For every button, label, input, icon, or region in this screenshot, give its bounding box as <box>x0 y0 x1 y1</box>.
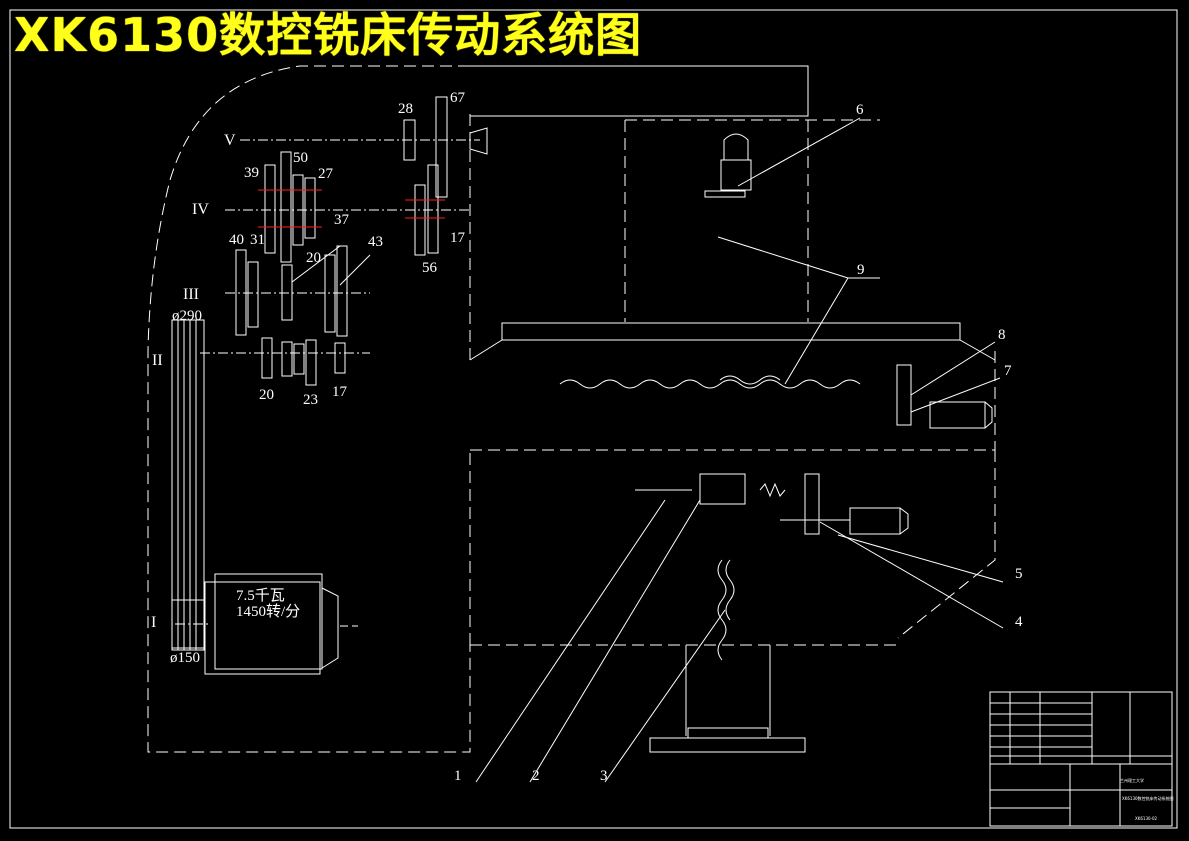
gear-label-17b: 17 <box>332 384 348 400</box>
drawing-border <box>9 9 1178 829</box>
callout-9: 9 <box>857 262 865 278</box>
leader-lines <box>291 117 1004 783</box>
gear-label-56: 56 <box>422 260 438 276</box>
x-lead-screw <box>559 379 861 389</box>
y-servo-motor <box>849 507 901 535</box>
title-block-code: XK6130-02 <box>1135 816 1158 821</box>
shaft-label-iii: III <box>183 286 199 303</box>
belt-drive <box>171 319 205 651</box>
gear-label-17: 17 <box>450 230 466 246</box>
callout-2: 2 <box>532 768 540 784</box>
z-lead-screw <box>717 559 727 661</box>
callout-4: 4 <box>1015 614 1023 630</box>
pulley-label-top: ø290 <box>172 308 202 324</box>
gear-label-50: 50 <box>293 150 308 166</box>
title-block-institution: 兰州理工大学 <box>1120 777 1144 783</box>
red-centerlines <box>258 189 445 228</box>
shaft-label-i: I <box>151 614 156 631</box>
gear-label-40: 40 <box>229 232 244 248</box>
gear-box-8 <box>896 364 912 426</box>
main-motor <box>204 581 321 675</box>
shaft-label-v: V <box>224 132 236 149</box>
drawing-title: XK6130数控铣床传动系统图 <box>14 8 643 62</box>
gear-label-31: 31 <box>250 232 265 248</box>
gear-label-28: 28 <box>398 101 413 117</box>
gear-label-39: 39 <box>244 165 259 181</box>
gear-label-23: 23 <box>303 392 318 408</box>
gear-label-27: 27 <box>318 166 334 182</box>
y-gearbox <box>699 473 746 505</box>
gear-label-20: 20 <box>306 250 321 266</box>
gear-label-20b: 20 <box>259 387 274 403</box>
column-top <box>470 65 809 117</box>
callout-7: 7 <box>1004 363 1012 379</box>
gear-label-67: 67 <box>450 90 466 106</box>
gear-label-43: 43 <box>368 234 383 250</box>
title-block <box>989 691 1173 827</box>
worktable <box>501 322 961 341</box>
motor-power-label: 7.5千瓦 <box>236 587 285 604</box>
base <box>649 737 806 753</box>
shaft-label-ii: II <box>152 352 163 369</box>
spindle-motor <box>720 159 752 191</box>
motor-speed-label: 1450转/分 <box>236 603 300 620</box>
title-block-drawing-title: XK6130数控铣床传动系统图 <box>1122 795 1174 801</box>
callout-8: 8 <box>998 327 1006 343</box>
callout-1: 1 <box>454 768 462 784</box>
gear-box-4 <box>804 473 820 535</box>
shaft-centerlines <box>175 139 480 625</box>
shaft-label-iv: IV <box>192 201 209 218</box>
callout-6: 6 <box>856 102 864 118</box>
callout-5: 5 <box>1015 566 1023 582</box>
callout-3: 3 <box>600 768 608 784</box>
gear-label-37: 37 <box>334 212 350 228</box>
pulley-label-bottom: ø150 <box>170 650 200 666</box>
x-servo-motor <box>929 401 986 429</box>
